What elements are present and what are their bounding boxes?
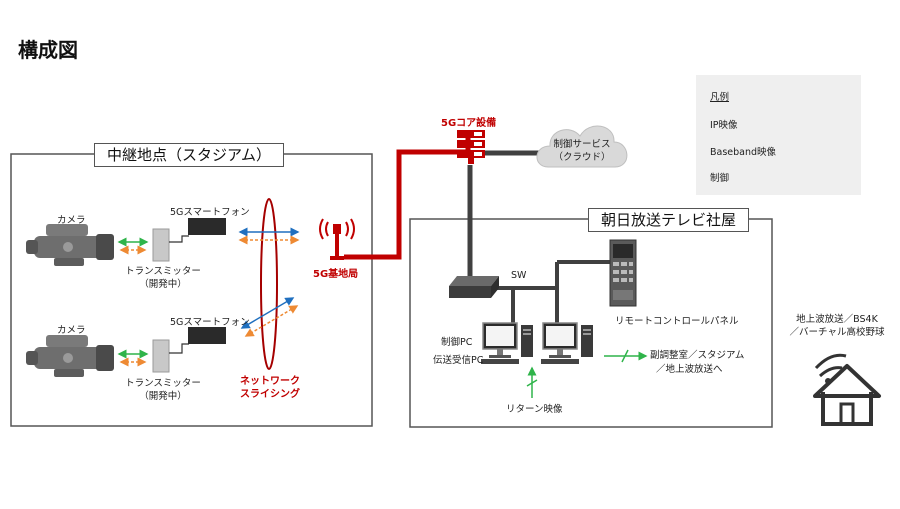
camera-icon xyxy=(26,224,114,266)
base-station-label: 5G基地局 xyxy=(313,269,359,280)
legend xyxy=(696,75,861,195)
slicing-ellipse xyxy=(260,198,278,370)
network-switch-icon xyxy=(449,276,499,298)
receiver-pc-label: 伝送受信PC xyxy=(433,355,484,366)
receiver-pc-icon xyxy=(540,322,594,365)
relay-section-title: 中継地点（スタジアム） xyxy=(94,143,284,167)
cloud-icon xyxy=(536,125,628,168)
transmitter-icon xyxy=(152,228,189,262)
camera-label: カメラ xyxy=(57,215,86,226)
control-pc-label: 制御PC xyxy=(441,337,473,348)
transmitter-label: トランスミッター（開発中） xyxy=(125,266,201,290)
transmitter-label: トランスミッター（開発中） xyxy=(125,378,201,402)
remote-panel-icon xyxy=(609,239,637,307)
switch-label: SW xyxy=(511,270,527,281)
broadcast-label: 地上波放送／BS4K／バーチャル高校野球 xyxy=(789,314,885,338)
transmitter-icon xyxy=(152,339,189,373)
smartphone-label: 5Gスマートフォン xyxy=(170,317,250,328)
legend-control-label: 制御 xyxy=(710,173,730,184)
house-icon xyxy=(813,353,881,426)
smartphone-label: 5Gスマートフォン xyxy=(170,207,250,218)
return-video-label: リターン映像 xyxy=(506,404,563,415)
legend-ip-label: IP映像 xyxy=(710,120,738,131)
remote-panel-label: リモートコントロールパネル xyxy=(615,316,739,327)
server-icon xyxy=(457,130,485,164)
page-title: 構成図 xyxy=(18,38,78,62)
smartphone-icon xyxy=(188,218,226,235)
camera-icon xyxy=(26,335,114,377)
legend-title: 凡例 xyxy=(710,92,730,103)
slicing-label: ネットワークスライシング xyxy=(240,376,300,400)
to-master-label: 副調整室／スタジアム／地上波放送へ xyxy=(650,350,745,375)
cloud-label: 制御サービス（クラウド） xyxy=(553,139,611,163)
smartphone-icon xyxy=(188,327,226,344)
base-station-icon xyxy=(319,218,355,260)
camera-label: カメラ xyxy=(57,325,86,336)
core-label: 5Gコア設備 xyxy=(441,118,497,129)
legend-baseband-label: Baseband映像 xyxy=(710,147,777,158)
hq-section-title: 朝日放送テレビ社屋 xyxy=(588,208,750,232)
control-pc-icon xyxy=(480,322,534,365)
